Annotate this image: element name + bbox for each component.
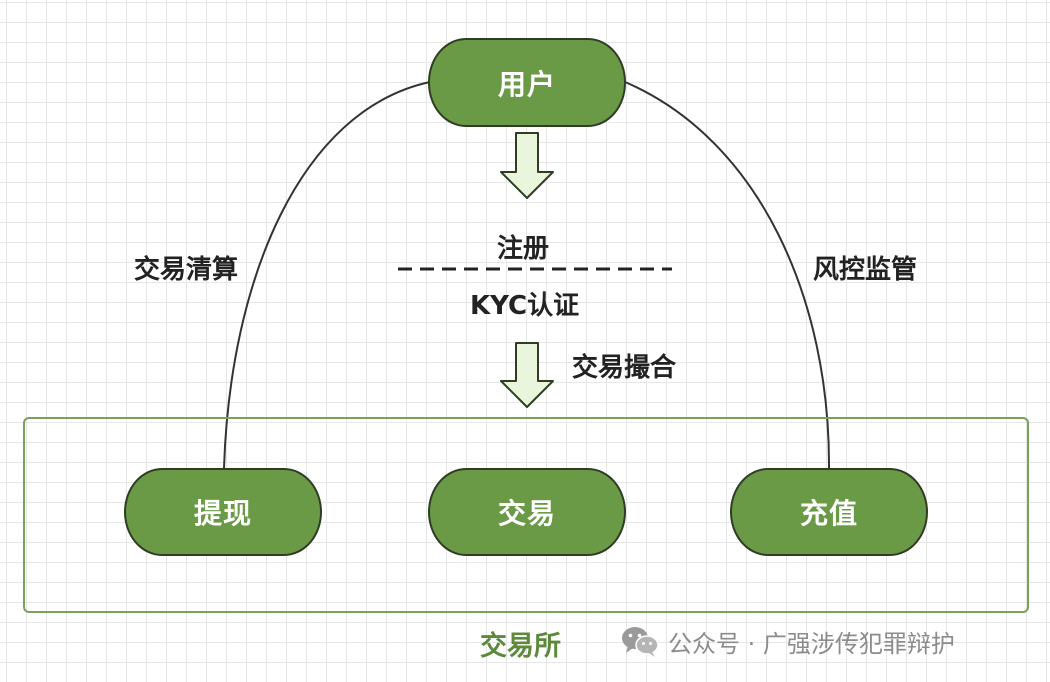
risk-control-label: 风控监管 <box>813 255 918 285</box>
clearing-connector <box>223 81 431 469</box>
exchange-label: 交易所 <box>480 631 561 662</box>
down-arrow-icon <box>500 132 554 199</box>
watermark: 公众号 · 广强涉传犯罪辩护 <box>620 624 955 658</box>
risk-connector <box>624 81 831 469</box>
wechat-icon <box>622 627 659 657</box>
exchange-container <box>23 417 1029 613</box>
matching-label: 交易撮合 <box>572 353 677 383</box>
down-arrow-icon <box>500 342 554 408</box>
clearing-label: 交易清算 <box>134 255 239 285</box>
withdraw-node: 提现 <box>124 468 322 556</box>
kyc-label: KYC认证 <box>470 291 580 321</box>
deposit-node: 充值 <box>730 468 928 556</box>
user-node: 用户 <box>428 38 626 127</box>
register-label: 注册 <box>497 234 550 264</box>
watermark-text: 公众号 · 广强涉传犯罪辩护 <box>668 629 955 658</box>
trade-node: 交易 <box>428 468 626 556</box>
